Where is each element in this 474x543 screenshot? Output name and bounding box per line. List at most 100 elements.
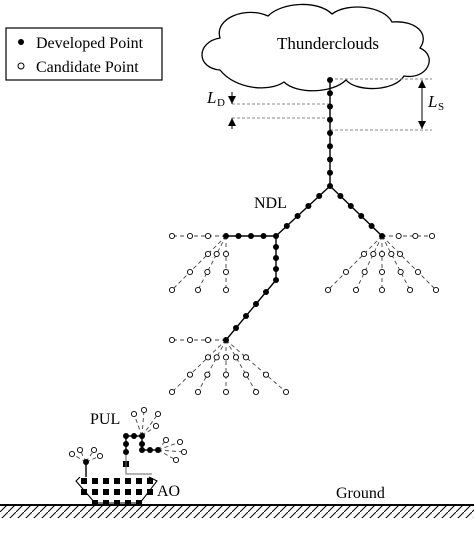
- developed-point: [273, 233, 279, 239]
- candidate-point: [204, 336, 212, 344]
- candidate-branch: [157, 441, 181, 451]
- candidate-point: [378, 250, 386, 258]
- developed-point: [139, 447, 145, 453]
- developed-point: [316, 193, 323, 199]
- developed-point: [253, 301, 259, 307]
- candidate-branch: [225, 339, 257, 393]
- developed-point: [233, 325, 239, 331]
- candidate-point: [242, 371, 250, 378]
- step-reference-lines: [232, 78, 432, 131]
- candidate-branch: [355, 235, 383, 291]
- candidate-point: [282, 388, 290, 396]
- candidate-point: [204, 371, 211, 378]
- developed-point: [327, 156, 333, 163]
- candidate-point: [222, 286, 230, 294]
- candidate-point: [388, 250, 395, 258]
- candidate-point: [222, 354, 230, 361]
- candidate-points: [68, 232, 440, 464]
- developed-point: [223, 337, 229, 343]
- developed-point: [139, 433, 145, 439]
- candidate-branch: [225, 339, 287, 393]
- developed-point: [273, 255, 279, 261]
- cloud-shape: [201, 3, 430, 92]
- candidate-point: [204, 250, 212, 258]
- object-point: [125, 489, 131, 495]
- developed-point: [327, 169, 333, 176]
- developed-point: [294, 213, 301, 219]
- developed-point: [327, 130, 333, 136]
- candidate-point: [130, 410, 138, 418]
- candidate-point: [222, 388, 230, 396]
- ld-label: L: [206, 88, 216, 107]
- developed-point: [147, 447, 153, 453]
- right-branch-segment: [329, 185, 383, 237]
- ground-object-outline: [75, 476, 158, 504]
- developed-point: [235, 233, 242, 239]
- developed-point: [123, 449, 129, 455]
- object-point: [81, 489, 87, 495]
- candidate-point: [154, 410, 162, 418]
- candidate-point: [324, 286, 332, 294]
- legend-developed-label: Developed Point: [36, 35, 144, 52]
- candidate-point: [414, 268, 422, 276]
- ao-label: AO: [157, 483, 180, 500]
- developed-point: [305, 203, 312, 209]
- ls-subscript: S: [438, 101, 444, 113]
- developed-point: [327, 183, 333, 189]
- developed-point: [260, 233, 267, 239]
- candidate-branch: [327, 235, 383, 291]
- candidate-branch: [171, 235, 227, 291]
- candidate-point: [232, 354, 240, 361]
- candidate-point: [222, 250, 230, 258]
- developed-point: [327, 116, 333, 123]
- candidate-point: [168, 336, 176, 344]
- candidate-point: [186, 371, 194, 378]
- candidate-point: [168, 232, 176, 240]
- candidate-branch: [171, 339, 227, 393]
- candidate-point: [370, 250, 377, 258]
- candidate-point: [361, 268, 368, 276]
- object-point: [114, 489, 120, 495]
- developed-point: [123, 441, 129, 447]
- developed-point: [273, 244, 279, 250]
- object-point: [147, 489, 153, 495]
- candidate-branch: [133, 413, 143, 437]
- descending-channel-segment: [225, 279, 277, 341]
- developed-point: [273, 266, 279, 272]
- candidate-point: [242, 354, 250, 361]
- object-point: [81, 478, 87, 484]
- ld-subscript: D: [217, 97, 225, 109]
- candidate-point: [213, 250, 220, 258]
- developed-point: [379, 233, 385, 239]
- candidate-point: [90, 446, 98, 454]
- developed-point: [263, 289, 269, 295]
- candidate-point: [378, 268, 386, 276]
- object-point: [147, 478, 153, 484]
- candidate-point: [222, 371, 230, 378]
- object-point: [114, 478, 120, 484]
- candidate-point-icon: [17, 62, 25, 70]
- developed-points: [81, 77, 385, 506]
- legend-candidate-label: Candidate Point: [36, 59, 139, 76]
- candidate-point: [180, 448, 188, 456]
- leader-channels: [85, 80, 383, 477]
- developed-point: [327, 77, 333, 83]
- candidate-branch: [157, 449, 177, 461]
- candidate-branch: [381, 235, 437, 291]
- candidate-point: [262, 371, 270, 378]
- candidate-branch: [141, 409, 145, 437]
- object-point: [103, 489, 109, 495]
- thundercloud: Thunderclouds: [201, 3, 430, 92]
- ground-hatch: [0, 505, 474, 518]
- candidate-point: [96, 452, 104, 460]
- candidate-point: [194, 286, 202, 294]
- candidate-point: [162, 436, 170, 444]
- candidate-point: [76, 446, 84, 454]
- developed-point: [327, 103, 333, 110]
- candidate-branch: [381, 235, 411, 291]
- candidate-point: [378, 286, 386, 294]
- object-point: [103, 478, 109, 484]
- object-point: [136, 478, 142, 484]
- candidate-point: [186, 232, 194, 240]
- candidate-point: [252, 388, 260, 396]
